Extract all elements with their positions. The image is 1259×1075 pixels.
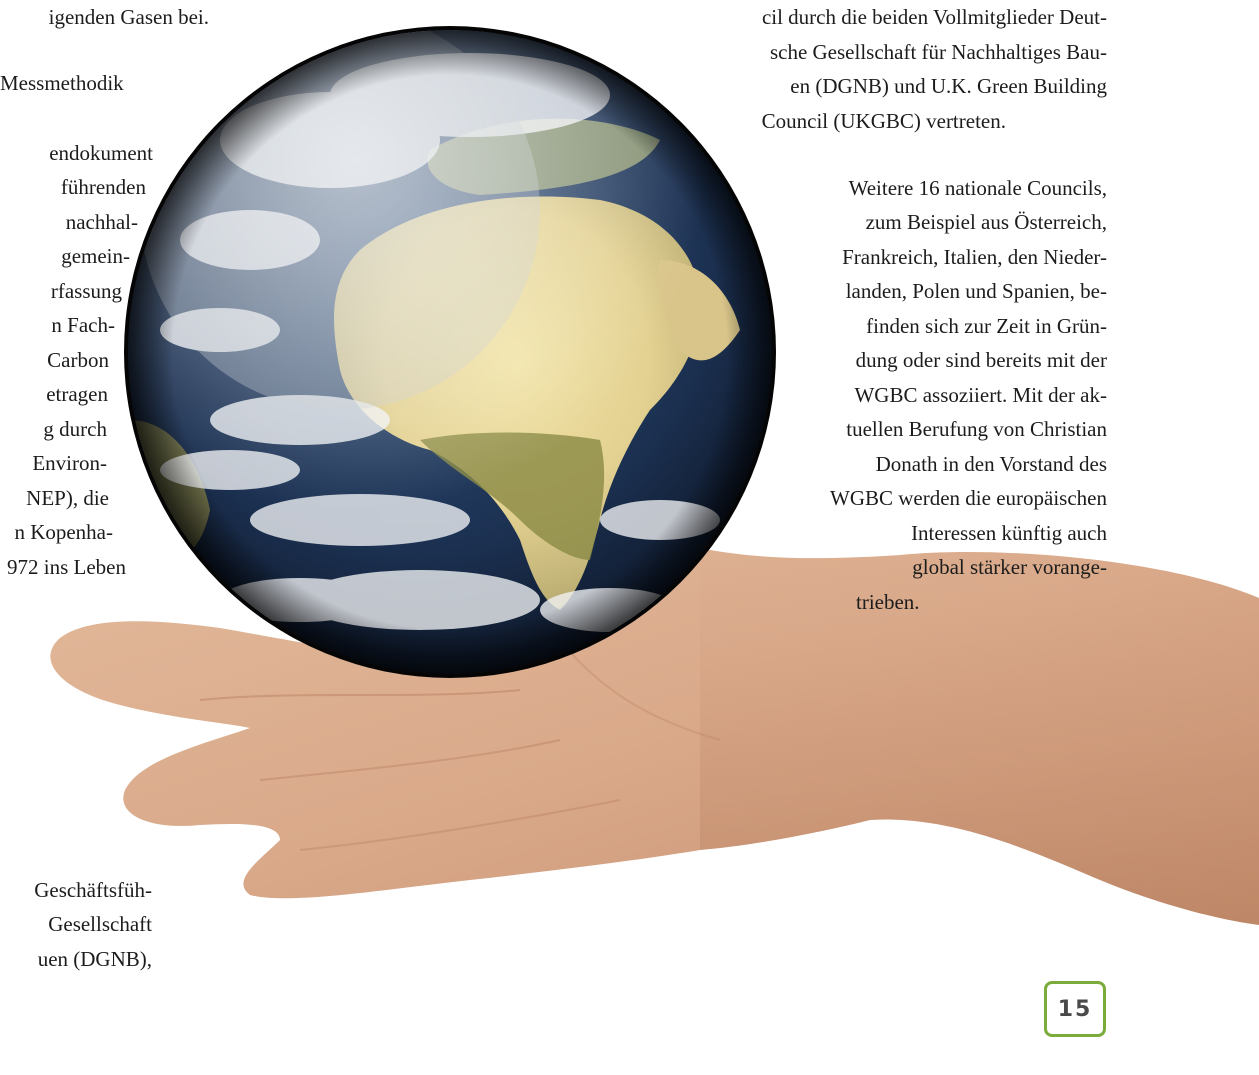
text-line: Interessen künftig auch (911, 521, 1107, 545)
text-line: WGBC werden die europäischen (830, 486, 1107, 510)
text-line: en (DGNB) und U.K. Green Building (790, 74, 1107, 98)
text-line: endokument (49, 141, 153, 165)
text-line: zum Beispiel aus Österreich, (865, 210, 1107, 234)
text-line: g durch (43, 417, 107, 441)
text-line: Weitere 16 nationale Councils, (848, 176, 1107, 200)
hand (50, 548, 1259, 925)
text-line: Environ- (32, 451, 107, 475)
text-line: Geschäftsfüh- (34, 878, 152, 902)
globe (124, 26, 776, 678)
text-line: rfassung (50, 279, 122, 303)
text-line: nachhal- (65, 210, 138, 234)
text-line: Carbon (47, 348, 109, 372)
text-line: sche Gesellschaft für Nachhaltiges Bau- (769, 40, 1107, 64)
text-line: 972 ins Leben (7, 555, 126, 579)
text-line: uen (DGNB), (37, 947, 152, 971)
page-number: 15 (1057, 996, 1093, 1022)
text-line: n Kopenha- (14, 520, 113, 544)
text-line: Frankreich, Italien, den Nieder- (842, 245, 1107, 269)
text-line: führenden (60, 175, 146, 199)
text-line: igenden Gasen bei. (48, 5, 209, 29)
page-number-badge: 15 (1044, 981, 1106, 1037)
text-line: gemein- (61, 244, 130, 268)
text-line: Messmethodik (0, 71, 124, 95)
text-line: n Fach- (51, 313, 115, 337)
text-line: cil durch die beiden Vollmitglieder Deut… (761, 5, 1107, 29)
text-line: tuellen Berufung von Christian (846, 417, 1107, 441)
text-line: trieben. (856, 590, 920, 614)
text-line: global stärker vorange- (912, 555, 1107, 579)
text-line: Gesellschaft (48, 912, 152, 936)
text-line: Donath in den Vorstand des (875, 452, 1107, 476)
text-line: Council (UKGBC) vertreten. (761, 109, 1006, 133)
text-line: etragen (46, 382, 108, 406)
text-line: WGBC assoziiert. Mit der ak- (854, 383, 1107, 407)
text-line: NEP), die (26, 486, 109, 510)
text-line: dung oder sind bereits mit der (855, 348, 1107, 372)
text-line: landen, Polen und Spanien, be- (845, 279, 1107, 303)
text-line: finden sich zur Zeit in Grün- (866, 314, 1107, 338)
